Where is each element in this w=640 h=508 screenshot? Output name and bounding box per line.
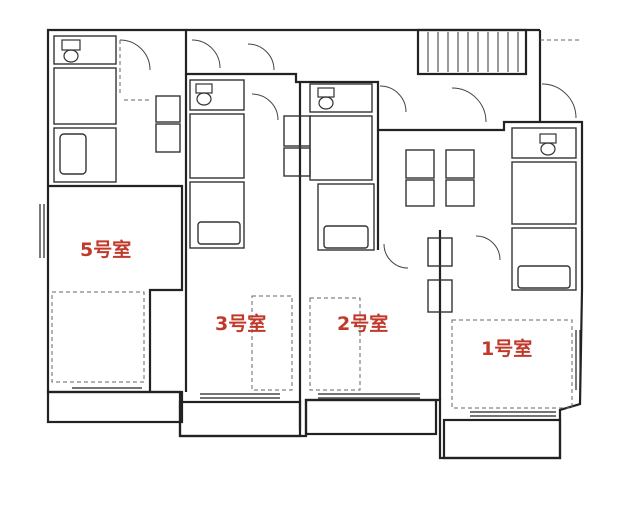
balcony-3 — [178, 400, 302, 438]
balcony-2 — [304, 398, 438, 436]
room-5-wall — [48, 184, 184, 392]
room-2-label: 2号室 — [337, 312, 388, 335]
room-1-label: 1号室 — [481, 337, 532, 360]
staircase — [416, 28, 528, 76]
balcony-1 — [442, 418, 562, 460]
room-5-label: 5号室 — [80, 238, 131, 261]
balcony-5 — [46, 390, 184, 424]
room-3-label: 3号室 — [215, 312, 266, 335]
